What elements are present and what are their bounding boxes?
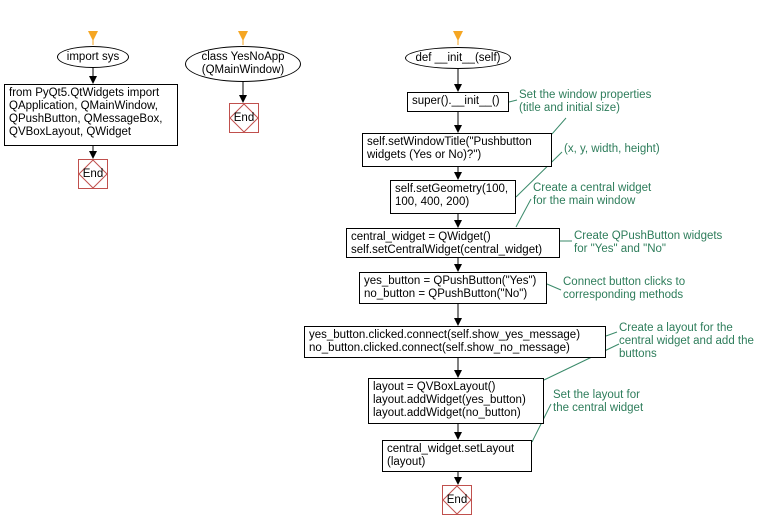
flow-arrowhead [239,95,247,103]
end-node-init: End [442,485,472,515]
flow-arrowhead [89,151,97,159]
flow-arrowhead [454,220,462,228]
end-diamond-shape [229,103,259,133]
comment-leader [551,117,567,135]
comment-leader [605,331,618,337]
comment-geometry-args: (x, y, width, height) [564,143,660,155]
end-label: End [446,494,468,506]
flow-arrowhead [454,318,462,326]
flow-arrowhead [454,477,462,485]
step-central-widget: central_widget = QWidget() self.setCentr… [346,228,560,258]
comment-leader [543,343,620,381]
comment-create-buttons: Create QPushButton widgets for "Yes" and… [574,230,723,255]
step-set-layout: central_widget.setLayout (layout) [382,440,532,472]
comment-leader [546,283,562,291]
start-marker-icon [88,31,98,41]
flow-arrowhead [89,76,97,84]
comment-create-layout: Create a layout for the central widget a… [619,322,754,360]
flow-arrowhead [454,84,462,92]
start-marker-icon [238,31,248,41]
step-create-buttons: yes_button = QPushButton("Yes") no_butto… [359,272,547,304]
end-node-imports: End [78,159,108,189]
end-diamond-shape [78,159,108,189]
step-set-geometry: self.setGeometry(100, 100, 400, 200) [390,180,516,214]
flow-arrowhead [454,264,462,272]
flow-arrowhead [454,125,462,133]
start-marker-icon [453,31,463,41]
comment-leader [515,198,532,228]
step-super-init: super().__init__() [407,92,509,112]
comment-leader [515,151,563,198]
start-node-def-init: def __init__(self) [405,47,511,69]
comment-set-layout: Set the layout for the central widget [553,389,644,414]
end-label: End [233,112,255,124]
step-create-layout: layout = QVBoxLayout() layout.addWidget(… [368,378,544,424]
flow-arrowhead [454,172,462,180]
end-node-class: End [229,103,259,133]
comment-central-widget: Create a central widget for the main win… [533,182,652,207]
import-statement-box: from PyQt5.QtWidgets import QApplication… [4,84,178,146]
flow-arrowhead [454,432,462,440]
start-node-import-sys: import sys [57,46,129,68]
end-diamond-shape [442,485,472,515]
comment-connect-clicks: Connect button clicks to corresponding m… [563,276,686,301]
step-set-window-title: self.setWindowTitle("Pushbutton widgets … [362,133,552,167]
start-node-class-yesnoapp: class YesNoApp (QMainWindow) [185,46,301,82]
end-label: End [82,168,104,180]
flow-arrowhead [454,370,462,378]
comment-leader [508,99,518,103]
comment-window-properties: Set the window properties (title and ini… [519,89,652,114]
step-connect-clicks: yes_button.clicked.connect(self.show_yes… [304,326,606,358]
